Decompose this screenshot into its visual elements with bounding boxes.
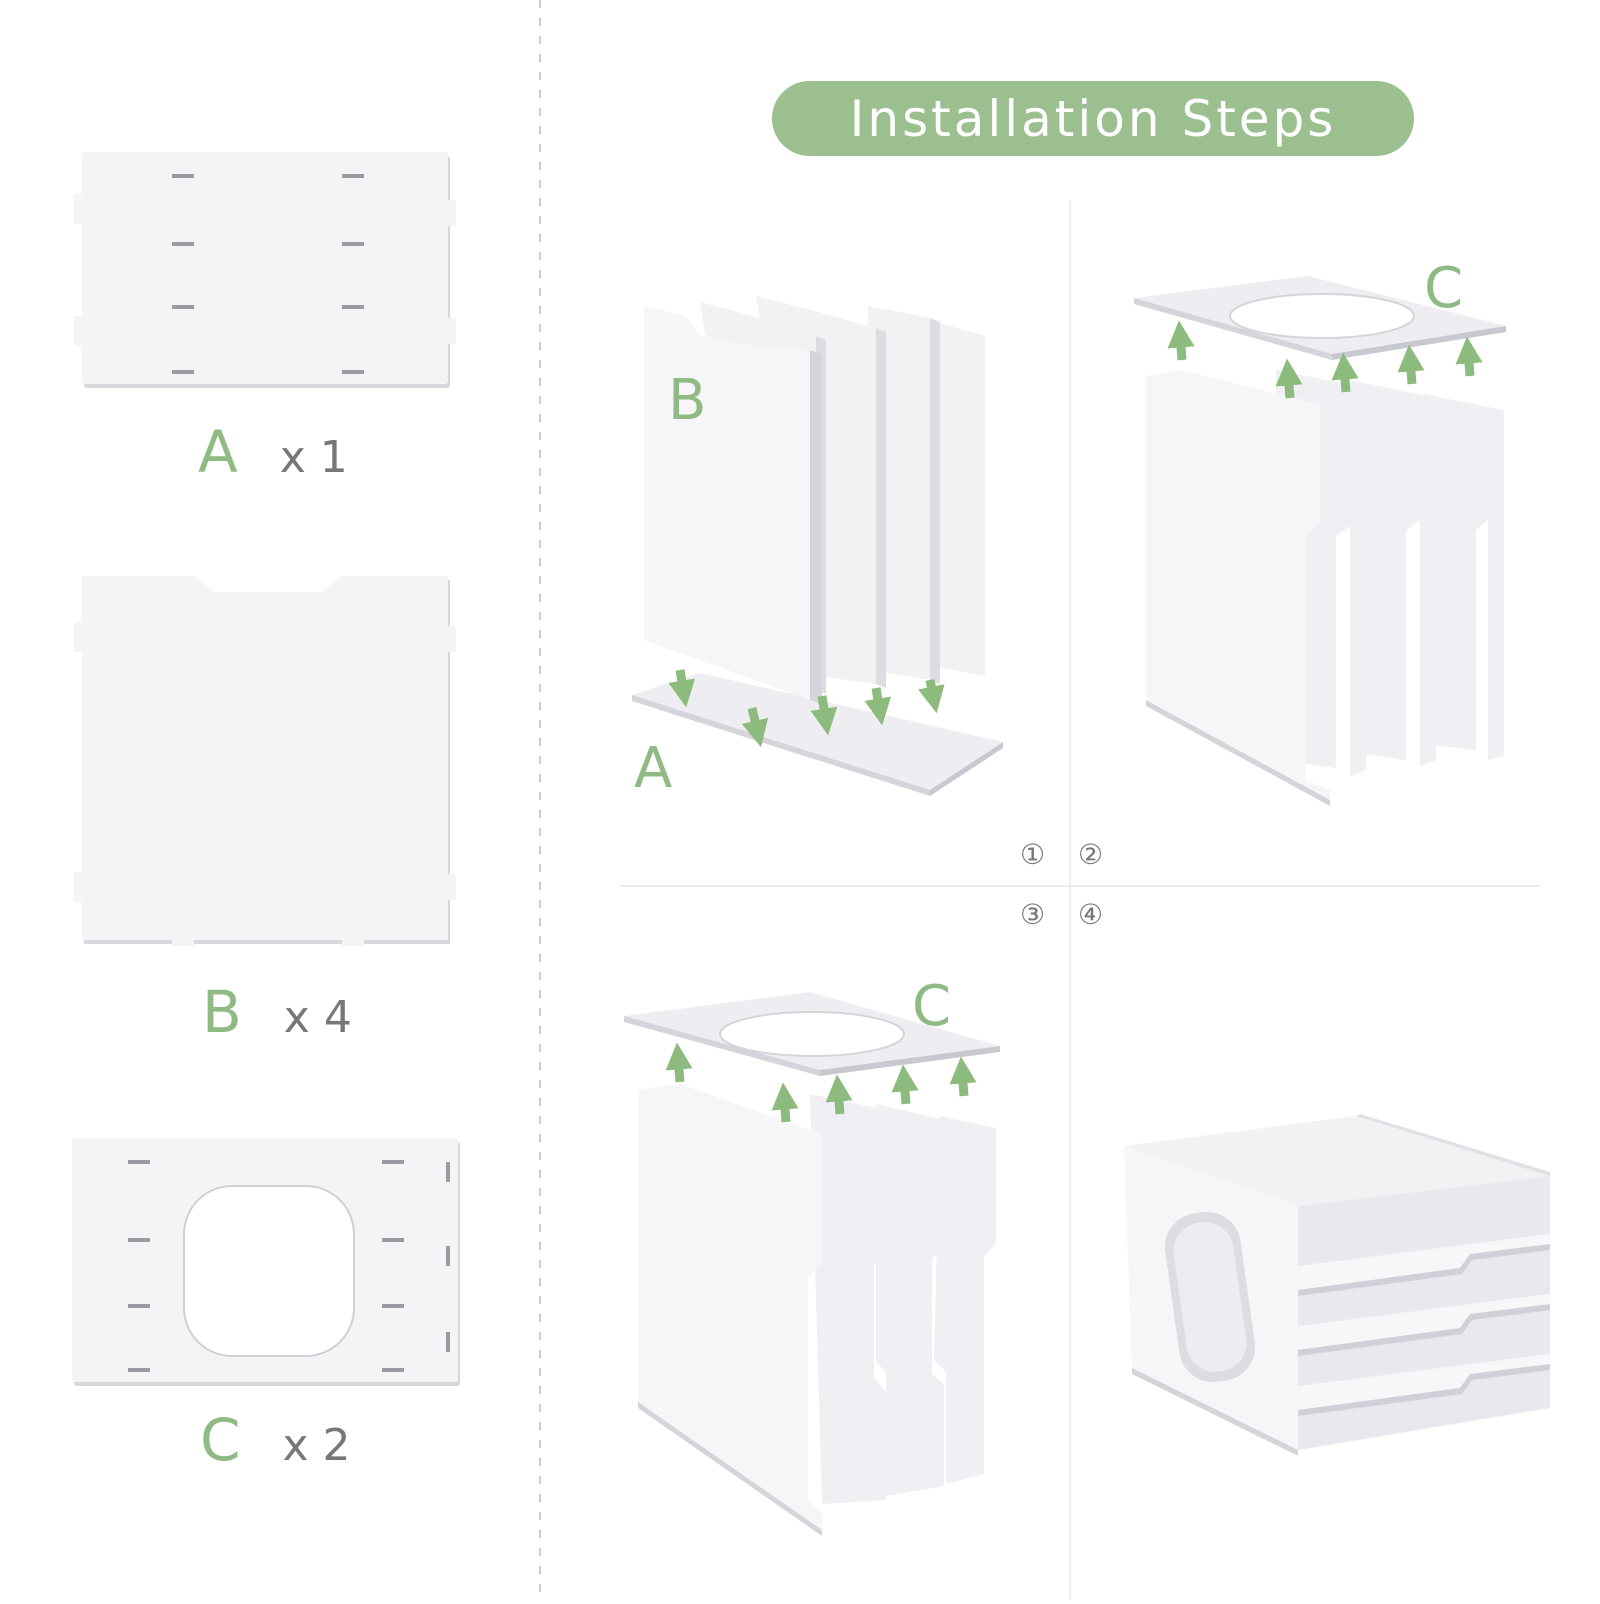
part-a-quantity: x 1: [279, 432, 348, 483]
step-3-number: ③: [1020, 898, 1046, 931]
step-1-illustration: [632, 290, 1003, 796]
part-c-letter: C: [200, 1406, 241, 1474]
step-4-number: ④: [1078, 898, 1104, 931]
step-1-number: ①: [1020, 838, 1046, 871]
installation-steps-title: Installation Steps: [772, 81, 1414, 156]
part-c-panel: [72, 1138, 460, 1386]
step-1-label-a: A: [634, 736, 673, 801]
step-1-label-b: B: [668, 368, 707, 433]
step-2-number: ②: [1078, 838, 1104, 871]
part-c-quantity: x 2: [282, 1420, 351, 1471]
part-b-letter: B: [202, 978, 242, 1046]
part-b-panel: [74, 576, 456, 946]
part-a-panel: [74, 152, 456, 388]
step-3-illustration: [624, 992, 1000, 1536]
step-2-label-c: C: [1424, 256, 1464, 321]
step-4-illustration: [1124, 1114, 1550, 1456]
part-a-letter: A: [198, 418, 238, 486]
part-b-quantity: x 4: [283, 992, 352, 1043]
step-2-illustration: [1134, 276, 1506, 806]
step-3-label-c: C: [912, 974, 952, 1039]
